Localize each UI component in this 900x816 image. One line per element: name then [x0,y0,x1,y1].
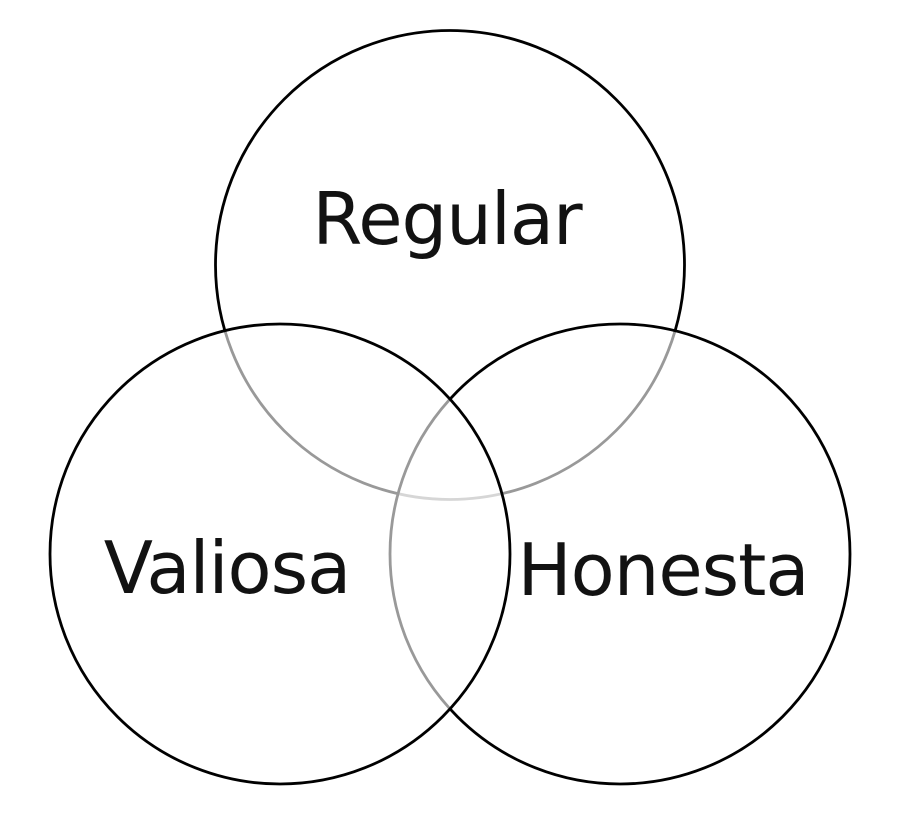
venn-label-valiosa: Valiosa [103,526,351,610]
venn-label-regular: Regular [312,177,582,261]
venn-label-honesta: Honesta [517,528,810,612]
venn-circle-valiosa [48,322,512,786]
